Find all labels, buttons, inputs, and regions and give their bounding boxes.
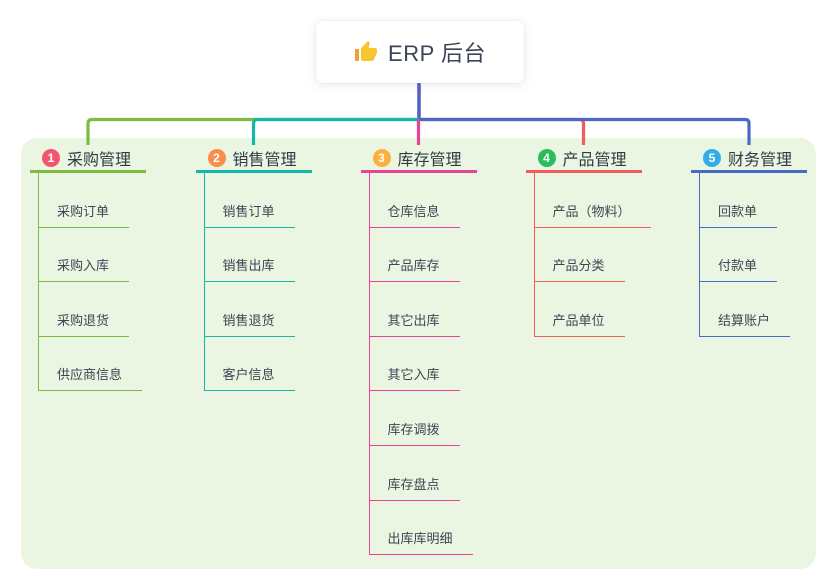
- node-item[interactable]: 库存盘点: [369, 446, 460, 501]
- branch-item-list: 产品（物料） 产品分类产品单位: [533, 173, 651, 337]
- branch-header-5[interactable]: 5 财务管理: [691, 146, 807, 173]
- node-item[interactable]: 采购退货: [39, 282, 130, 337]
- branch-number-badge: 2: [207, 149, 226, 167]
- node-item[interactable]: 采购入库: [39, 228, 130, 283]
- node-item-label: 销售退货: [222, 312, 275, 328]
- thumbs-up-icon: [355, 41, 378, 61]
- branch-header-3[interactable]: 3 库存管理: [360, 146, 477, 173]
- node-item-label: 仓库信息: [387, 203, 440, 219]
- node-item[interactable]: 产品单位: [534, 282, 625, 337]
- branch-number-badge: 4: [537, 149, 556, 167]
- node-item[interactable]: 出库库明细: [369, 501, 473, 556]
- node-item[interactable]: 销售订单: [204, 173, 295, 228]
- node-item-label: 采购入库: [57, 258, 110, 274]
- node-item-label: 产品库存: [387, 258, 440, 274]
- node-item-label: 回款单: [718, 203, 758, 219]
- node-item-label: 供应商信息: [57, 367, 123, 383]
- node-item[interactable]: 客户信息: [204, 337, 295, 392]
- node-item[interactable]: 产品（物料）: [534, 173, 651, 228]
- node-item[interactable]: 库存调拨: [369, 391, 460, 446]
- node-item-label: 库存盘点: [387, 476, 440, 492]
- node-item[interactable]: 销售退货: [204, 282, 295, 337]
- node-item[interactable]: 其它出库: [369, 282, 460, 337]
- canvas-panel: [21, 138, 816, 569]
- node-item[interactable]: 供应商信息: [39, 337, 143, 392]
- node-item-label: 产品分类: [552, 258, 605, 274]
- branch-5: 5 财务管理回款单付款单结算账户: [691, 146, 839, 337]
- branch-item-list: 仓库信息产品库存其它出库其它入库库存调拨库存盘点出库库明细: [368, 173, 473, 556]
- node-item[interactable]: 结算账户: [700, 282, 791, 337]
- branch-header-4[interactable]: 4 产品管理: [525, 146, 642, 173]
- branch-header-1[interactable]: 1 采购管理: [30, 146, 146, 173]
- node-item-label: 其它入库: [387, 367, 440, 383]
- node-item-label: 产品（物料）: [552, 203, 631, 219]
- branch-title: 库存管理: [397, 152, 462, 169]
- node-item[interactable]: 产品库存: [369, 228, 460, 283]
- branch-number-badge: 5: [703, 149, 721, 167]
- branch-title: 采购管理: [67, 152, 132, 169]
- branch-item-list: 采购订单采购入库采购退货供应商信息: [38, 173, 143, 392]
- node-item[interactable]: 仓库信息: [369, 173, 460, 228]
- root-title: ERP 后台: [388, 41, 486, 66]
- node-item-label: 销售订单: [222, 203, 275, 219]
- branch-number-badge: 3: [372, 149, 391, 167]
- branch-3: 3 库存管理仓库信息产品库存其它出库其它入库库存调拨库存盘点出库库明细: [360, 146, 511, 556]
- node-item-label: 付款单: [718, 258, 758, 274]
- node-item[interactable]: 销售出库: [204, 228, 295, 283]
- node-item[interactable]: 其它入库: [369, 337, 460, 392]
- node-item[interactable]: 产品分类: [534, 228, 625, 283]
- node-item-label: 销售出库: [222, 258, 275, 274]
- node-item-label: 结算账户: [718, 312, 771, 328]
- node-item[interactable]: 付款单: [700, 228, 778, 283]
- branch-item-list: 销售订单销售出库销售退货客户信息: [203, 173, 295, 392]
- branch-number-badge: 1: [42, 149, 60, 167]
- branch-2: 2 销售管理销售订单销售出库销售退货客户信息: [195, 146, 346, 392]
- branch-1: 1 采购管理采购订单采购入库采购退货供应商信息: [30, 146, 180, 392]
- node-item-label: 采购订单: [57, 203, 110, 219]
- node-item[interactable]: 采购订单: [39, 173, 130, 228]
- branch-title: 产品管理: [562, 152, 627, 169]
- branch-title: 销售管理: [232, 152, 297, 169]
- node-item-label: 产品单位: [552, 312, 605, 328]
- branch-title: 财务管理: [728, 152, 793, 169]
- node-item[interactable]: 回款单: [700, 173, 778, 228]
- node-item-label: 出库库明细: [387, 531, 453, 547]
- branch-4: 4 产品管理产品（物料） 产品分类产品单位: [525, 146, 676, 337]
- node-item-label: 库存调拨: [387, 421, 440, 437]
- node-item-label: 客户信息: [222, 367, 275, 383]
- node-item-label: 其它出库: [387, 312, 440, 328]
- branch-item-list: 回款单付款单结算账户: [699, 173, 791, 337]
- node-item-label: 采购退货: [57, 312, 110, 328]
- root-node[interactable]: ERP 后台: [316, 21, 524, 83]
- branch-header-2[interactable]: 2 销售管理: [195, 146, 312, 173]
